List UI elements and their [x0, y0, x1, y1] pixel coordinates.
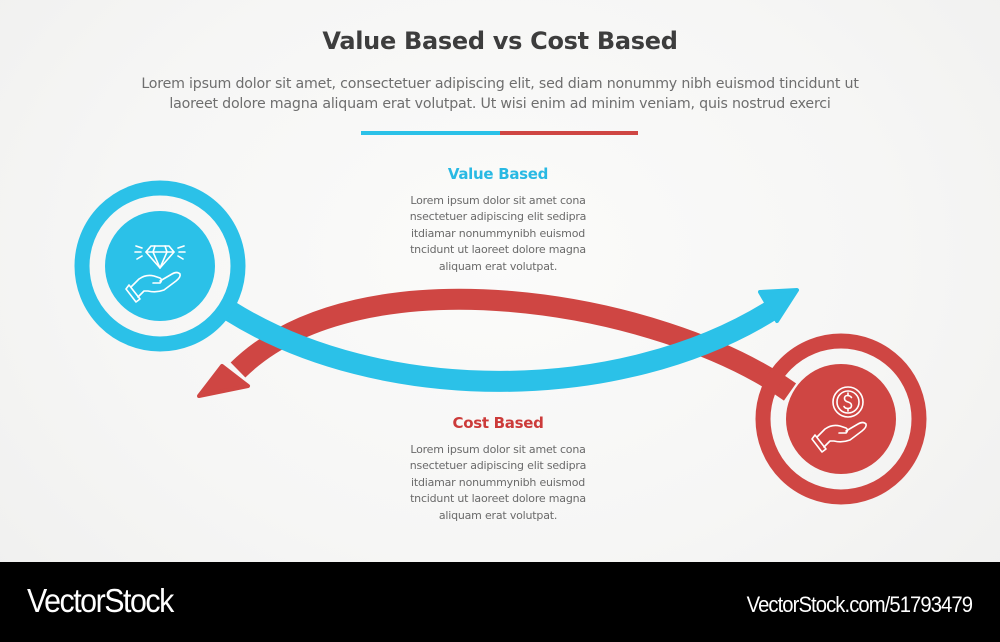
- cost-body-line: itdiamar nonummynibh euismod: [410, 475, 586, 489]
- value-body-line: nsectetuer adipiscing elit sedipra: [409, 210, 587, 224]
- value-body-line: aliquam erat volutpat.: [438, 259, 558, 273]
- divider-value-segment: [361, 131, 500, 135]
- cost-section-title: Cost Based: [452, 414, 544, 432]
- infographic-canvas: Value Based vs Cost Based Lorem ipsum do…: [60, 27, 940, 524]
- value-body-line: Lorem ipsum dolor sit amet cona: [410, 194, 586, 207]
- footer-image-id: VectorStock.com/51793479: [746, 592, 973, 617]
- subtitle-line-2: laoreet dolore magna aliquam erat volutp…: [169, 96, 831, 112]
- cost-body-line: Lorem ipsum dolor sit amet cona: [410, 443, 586, 456]
- watermark-footer: VectorStock VectorStock.com/51793479: [0, 562, 1000, 642]
- diamond-in-hand-icon: [125, 245, 186, 303]
- subtitle-line-1: Lorem ipsum dolor sit amet, consectetuer…: [141, 76, 859, 92]
- cost-body-line: aliquam erat volutpat.: [438, 508, 558, 522]
- value-section-title: Value Based: [447, 165, 549, 183]
- footer-brand-logo: VectorStock: [27, 582, 174, 619]
- value-body-line: tncidunt ut laoreet dolore magna: [410, 243, 586, 257]
- value-section-body: Lorem ipsum dolor sit amet cona nsectetu…: [348, 193, 648, 275]
- cost-body-line: nsectetuer adipiscing elit sedipra: [409, 459, 587, 473]
- value-body-line: itdiamar nonummynibh euismod: [410, 226, 586, 240]
- value-arrow: [224, 288, 799, 392]
- value-circle: [74, 180, 246, 352]
- cost-circle: [755, 333, 927, 505]
- comparison-diagram: [74, 180, 927, 505]
- page-title: Value Based vs Cost Based: [322, 27, 678, 55]
- coin-in-hand-icon: [811, 386, 867, 453]
- divider-cost-segment: [500, 131, 638, 135]
- subtitle: Lorem ipsum dolor sit amet, consectetuer…: [60, 74, 940, 114]
- cost-section-body: Lorem ipsum dolor sit amet cona nsectetu…: [348, 442, 648, 524]
- cost-body-line: tncidunt ut laoreet dolore magna: [410, 492, 586, 506]
- cost-arrow: [197, 288, 797, 401]
